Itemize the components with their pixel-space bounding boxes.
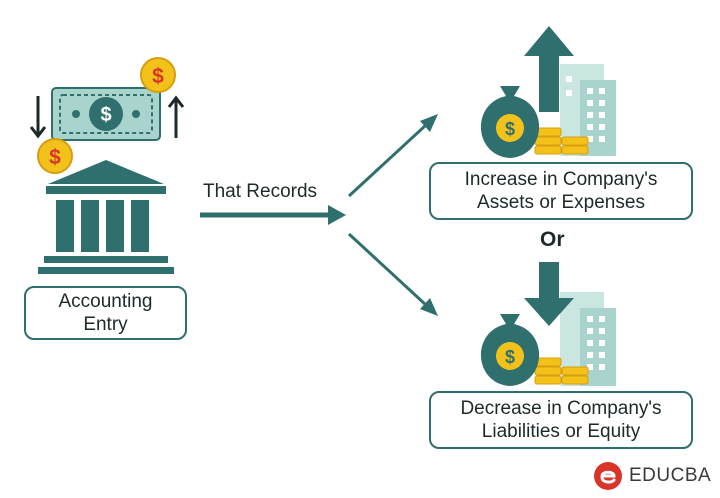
increase-line2: Assets or Expenses (477, 192, 645, 213)
banknote-icon: $ (51, 87, 161, 141)
money-bag-icon: $ (480, 86, 540, 158)
arrow-up-icon (167, 95, 185, 138)
arrow-down-icon (524, 262, 574, 326)
svg-text:$: $ (505, 347, 515, 367)
educba-logo-icon (594, 462, 622, 490)
connector-label: That Records (203, 181, 318, 202)
accounting-entry-line2: Entry (83, 314, 128, 335)
brand-name: EDUCBA (629, 465, 712, 486)
coin-stack-icon (534, 127, 589, 155)
brand-watermark: EDUCBA (593, 461, 711, 491)
increase-line1: Increase in Company's (464, 169, 658, 190)
main-connector-arrow (200, 205, 346, 225)
decrease-line1: Decrease in Company's (460, 398, 662, 419)
coin-icon: $ (140, 57, 176, 93)
svg-text:$: $ (152, 65, 164, 88)
accounting-entry-line1: Accounting (58, 291, 153, 312)
bank-building-icon (38, 160, 174, 274)
decrease-box: Decrease in Company's Liabilities or Equ… (429, 391, 693, 449)
svg-text:$: $ (49, 146, 61, 169)
branch-arrow-up (347, 114, 438, 198)
svg-text:$: $ (100, 104, 111, 126)
or-separator: Or (540, 228, 565, 251)
decrease-line2: Liabilities or Equity (481, 421, 641, 442)
arrow-up-icon (524, 26, 574, 112)
arrow-down-icon (29, 96, 47, 139)
accounting-entry-box: Accounting Entry (24, 286, 187, 340)
branch-arrow-down (347, 232, 438, 316)
coin-icon: $ (37, 138, 73, 174)
svg-text:$: $ (505, 119, 515, 139)
money-bag-icon: $ (480, 314, 540, 386)
coin-stack-icon (534, 357, 589, 385)
increase-box: Increase in Company's Assets or Expenses (429, 162, 693, 220)
